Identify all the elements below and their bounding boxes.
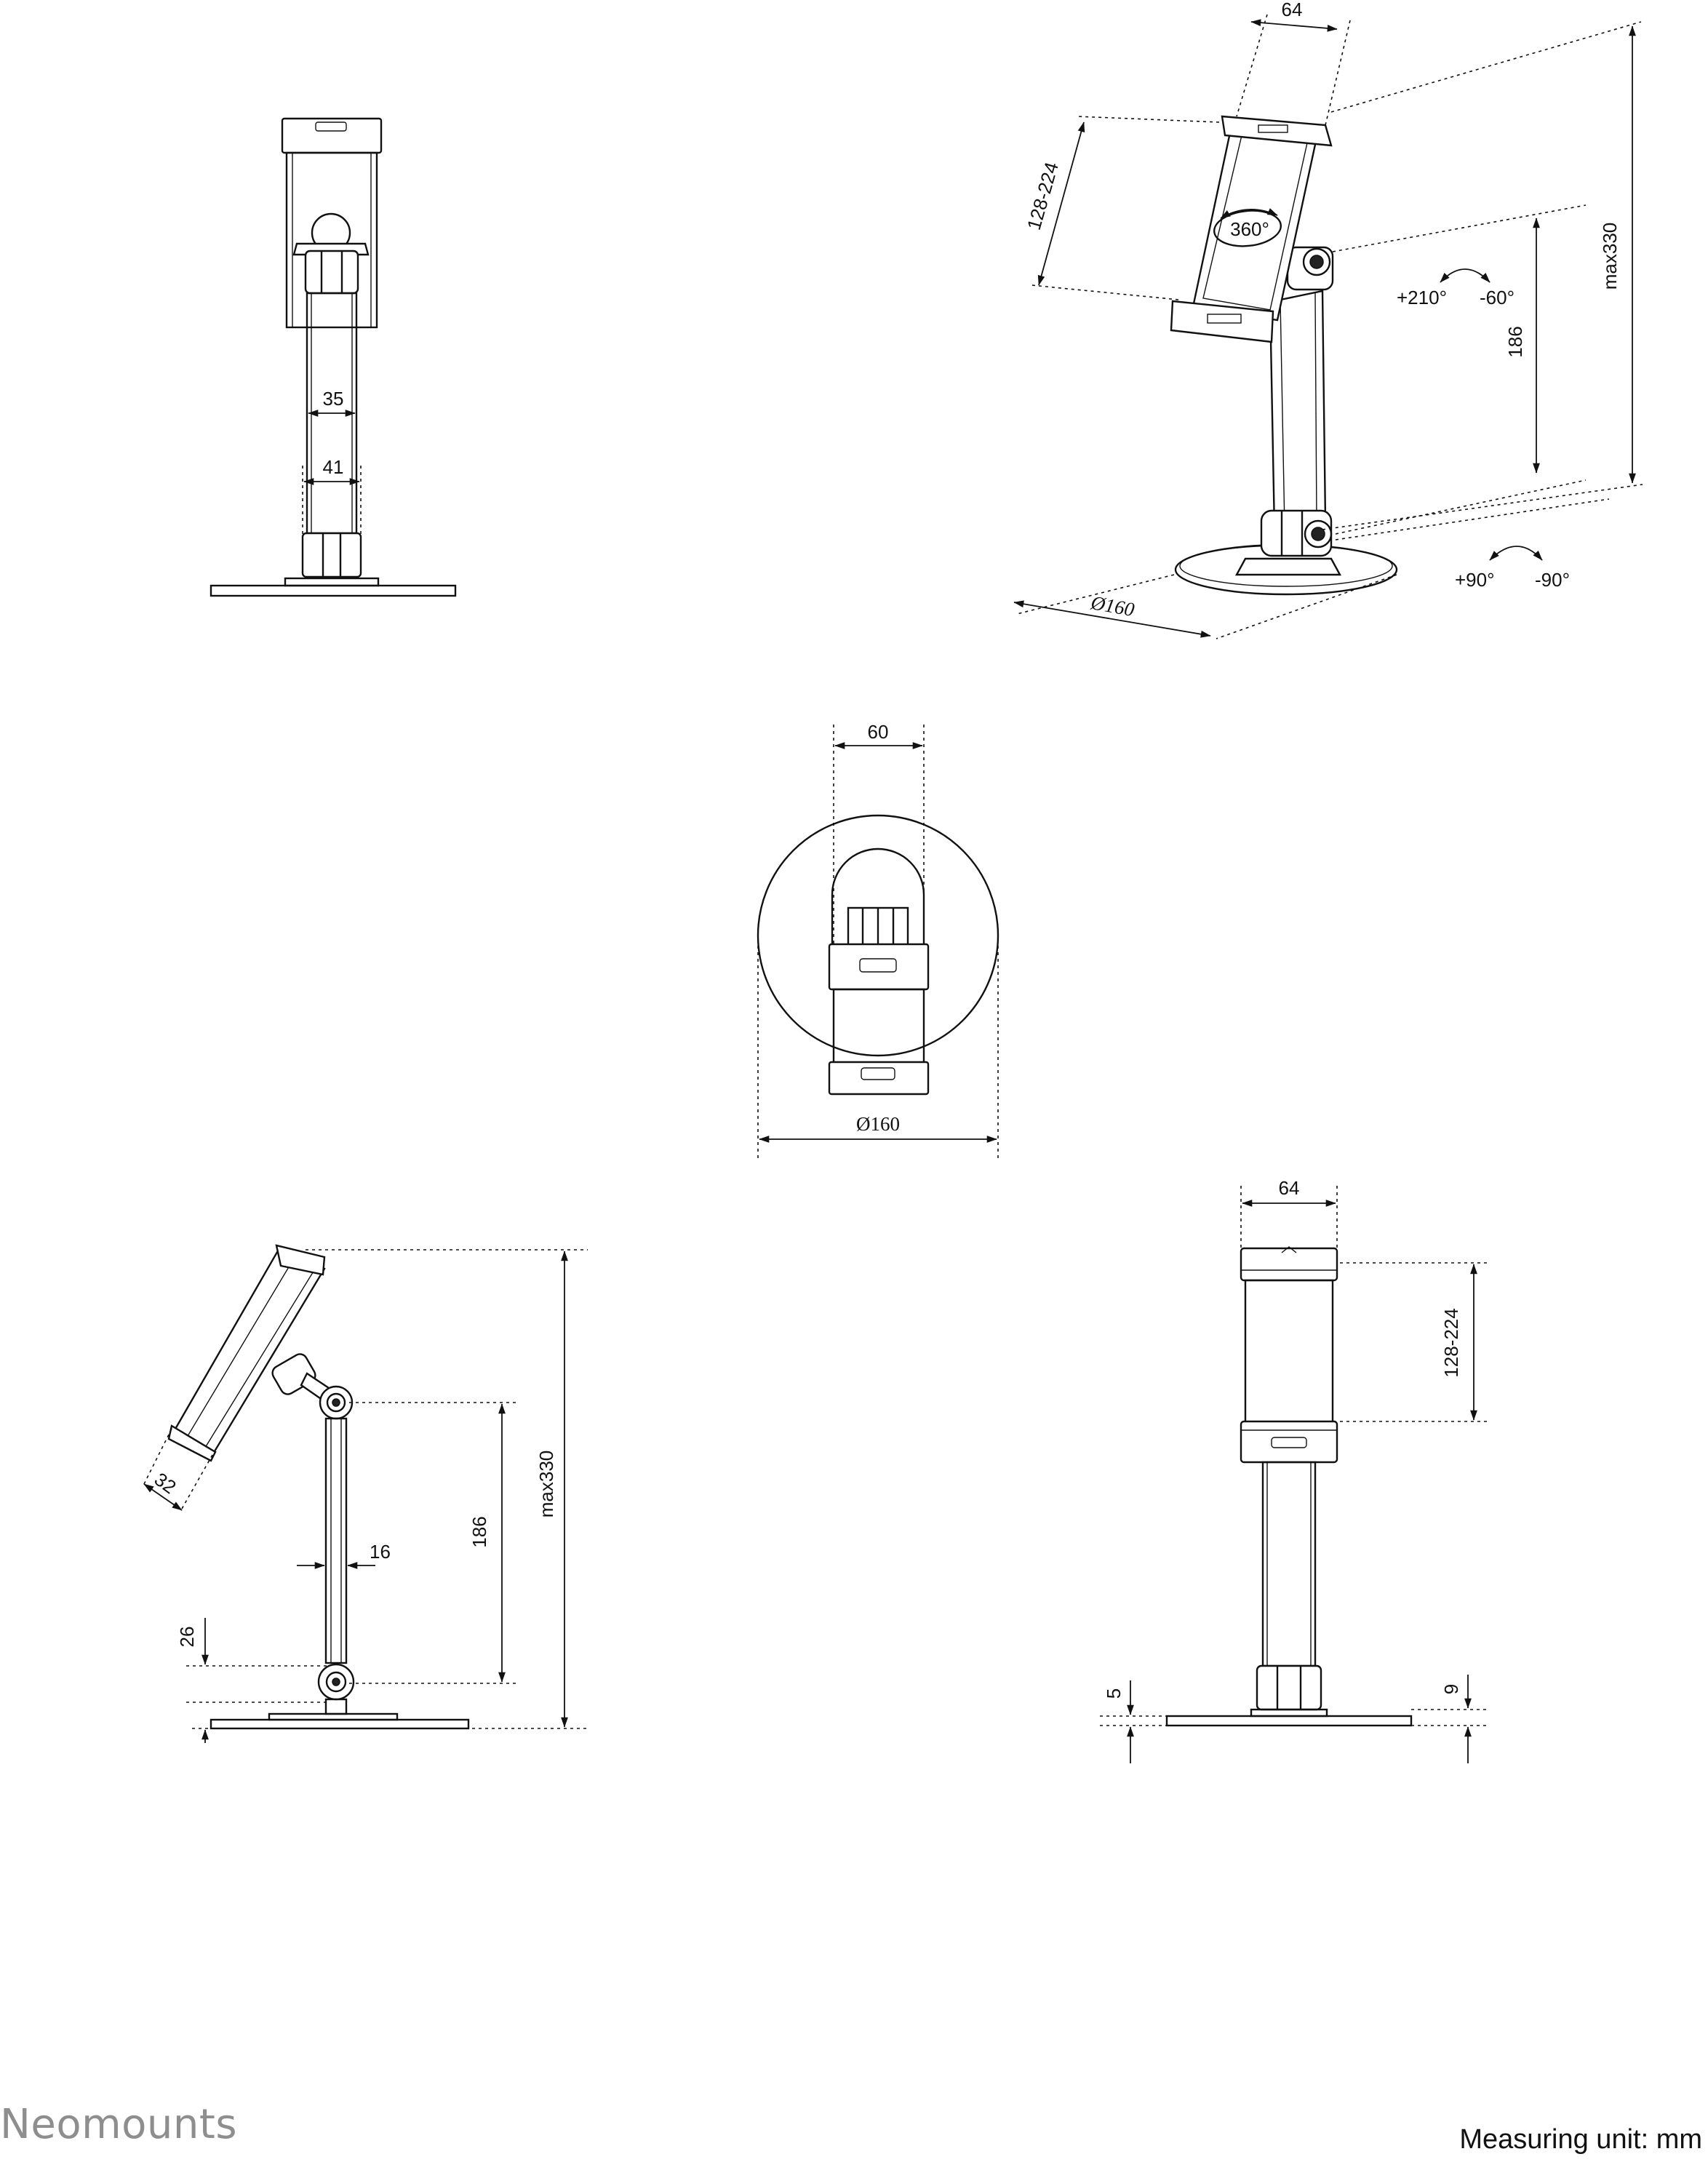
back-holder-range: 128-224	[1440, 1308, 1462, 1377]
side-view: max330 186 16 32 26	[143, 1244, 588, 1743]
dim-inner-width: 35	[323, 388, 344, 410]
swivel-left-label: +90°	[1455, 569, 1495, 591]
front-view: 35 41	[209, 117, 457, 597]
side-pole-width: 16	[370, 1541, 391, 1563]
side-pole-height: 186	[468, 1516, 490, 1547]
side-lip-depth: 32	[151, 1468, 180, 1498]
tilt-up-label: +210°	[1397, 287, 1447, 308]
top-base-diameter: Ø160	[856, 1113, 900, 1135]
side-joint-height: 26	[176, 1627, 198, 1648]
top-view: 60 Ø160	[757, 721, 999, 1161]
tilt-down-label: -60°	[1480, 287, 1515, 308]
rotation-label: 360°	[1230, 218, 1269, 240]
back-holder-width: 64	[1279, 1177, 1300, 1199]
measuring-unit-note: Measuring unit: mm	[1459, 2124, 1702, 2155]
back-view: 64 128-224 5 9	[1100, 1177, 1488, 1763]
top-holder-width: 60	[868, 721, 889, 743]
iso-holder-width: 64	[1282, 0, 1303, 20]
back-base-step: 9	[1440, 1684, 1462, 1694]
brand-logo: Neomounts	[0, 2101, 238, 2148]
dim-outer-width: 41	[323, 456, 344, 478]
iso-max-height: max330	[1599, 223, 1621, 290]
swivel-right-label: -90°	[1535, 569, 1570, 591]
iso-view: 360° 64 128-224 max330 186 +210° -60° +9…	[1013, 0, 1643, 639]
iso-pole-height: 186	[1504, 326, 1526, 357]
side-max-height: max330	[535, 1451, 557, 1518]
back-base-thickness: 5	[1103, 1688, 1125, 1699]
